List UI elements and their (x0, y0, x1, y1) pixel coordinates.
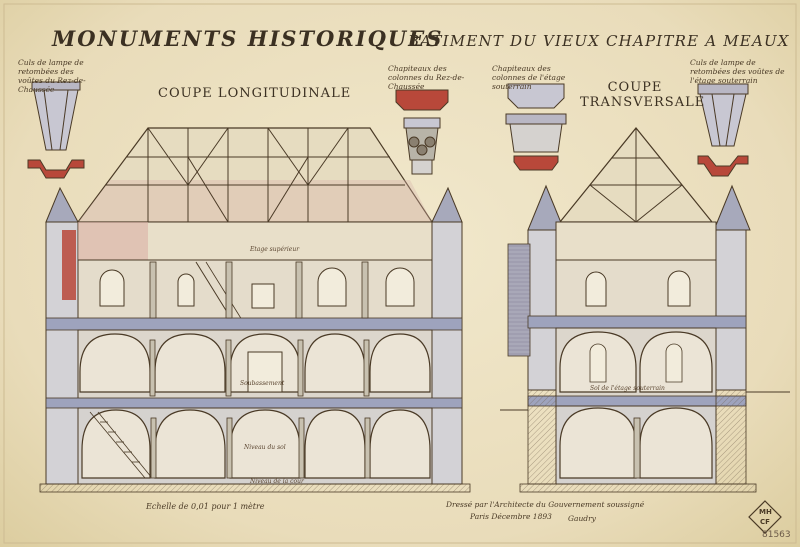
floor-slab-upper (45, 317, 463, 331)
inventory-number: 81563 (762, 530, 791, 540)
transverse-column-mid (633, 417, 641, 479)
transverse-attic (555, 221, 717, 261)
note-cul-de-lampe-right: Culs de lampe de retombées des voûtes de… (690, 58, 785, 85)
transverse-foundation (519, 483, 757, 493)
signature-line-2: Paris Décembre 1893 (470, 512, 552, 521)
transverse-tower-right-roof (713, 184, 751, 231)
transverse-right-wall-hatch (715, 389, 747, 485)
transverse-ground-window (589, 343, 607, 383)
transverse-upper-storey (555, 259, 717, 319)
ground-floor-door (247, 351, 283, 393)
mh-stamp-icon (748, 500, 782, 534)
note-chapiteaux-right: Chapiteaux des colonnes de l'étage soute… (492, 64, 566, 91)
transverse-lower-vaults (559, 407, 713, 479)
tower-right-wall (431, 221, 463, 485)
detail-cul-de-lampe-left (27, 81, 85, 179)
attic-pink-wash (78, 222, 148, 260)
note-cul-de-lampe-left: Culs de lampe de retombées des voûtes du… (18, 58, 86, 94)
annotation-sol-etage-souterrain: Sol de l'étage souterrain (590, 385, 665, 392)
stamp-bottom-text: CF (760, 518, 770, 526)
detail-chapiteau-right (505, 83, 567, 171)
floor-slab-lower (45, 397, 463, 409)
main-title: MONUMENTS HISTORIQUES (52, 26, 444, 51)
longitudinal-foundation (39, 483, 471, 493)
signature-line-1: Dressé par l'Architecte du Gouvernement … (446, 500, 645, 509)
tower-left-red-section (62, 230, 76, 300)
annotation-niveau-sol: Niveau du sol (244, 444, 286, 451)
detail-chapiteau-left (395, 89, 449, 175)
stamp-top-text: MH (759, 508, 772, 516)
columns-longitudinal (149, 261, 371, 479)
transverse-tower-right (715, 229, 747, 391)
note-chapiteaux-left: Chapiteaux des colonnes du Rez-de-Chauss… (388, 64, 465, 91)
section-title-transverse: COUPE TRANSVERSALE (580, 80, 706, 110)
transverse-slab-upper (527, 315, 747, 329)
longitudinal-section (39, 127, 471, 493)
building-title: BATIMENT DU VIEUX CHAPITRE A MEAUX (408, 32, 790, 50)
transverse-annex-brick (507, 243, 531, 357)
upper-staircase-2 (205, 261, 243, 321)
signature-name: Gaudry (568, 514, 596, 523)
annotation-etage-superieur: Etage supérieur (250, 246, 300, 253)
transverse-tower-left (527, 229, 557, 391)
transverse-truss (560, 128, 712, 223)
annotation-niveau-cour: Niveau de la cour (250, 478, 304, 485)
longitudinal-roof-pink-wash (78, 180, 432, 222)
lower-vaults (81, 409, 431, 479)
sheet-frame (3, 3, 797, 544)
tower-right-roof (431, 186, 463, 223)
transverse-section (500, 127, 790, 493)
scale-text: Echelle de 0,01 pour 1 mètre (146, 502, 265, 511)
annotation-soubassement: Soubassement (240, 380, 285, 387)
section-title-longitudinal: COUPE LONGITUDINALE (158, 86, 352, 101)
transverse-left-wall-hatch (527, 389, 557, 485)
upper-windows (99, 267, 415, 309)
transverse-slab-lower (527, 395, 747, 407)
transverse-ground-window-2 (665, 343, 683, 383)
detail-cul-de-lampe-right (697, 83, 749, 177)
tower-left-roof (45, 186, 79, 223)
transverse-upper-windows (585, 270, 691, 307)
lower-staircase (89, 411, 153, 479)
